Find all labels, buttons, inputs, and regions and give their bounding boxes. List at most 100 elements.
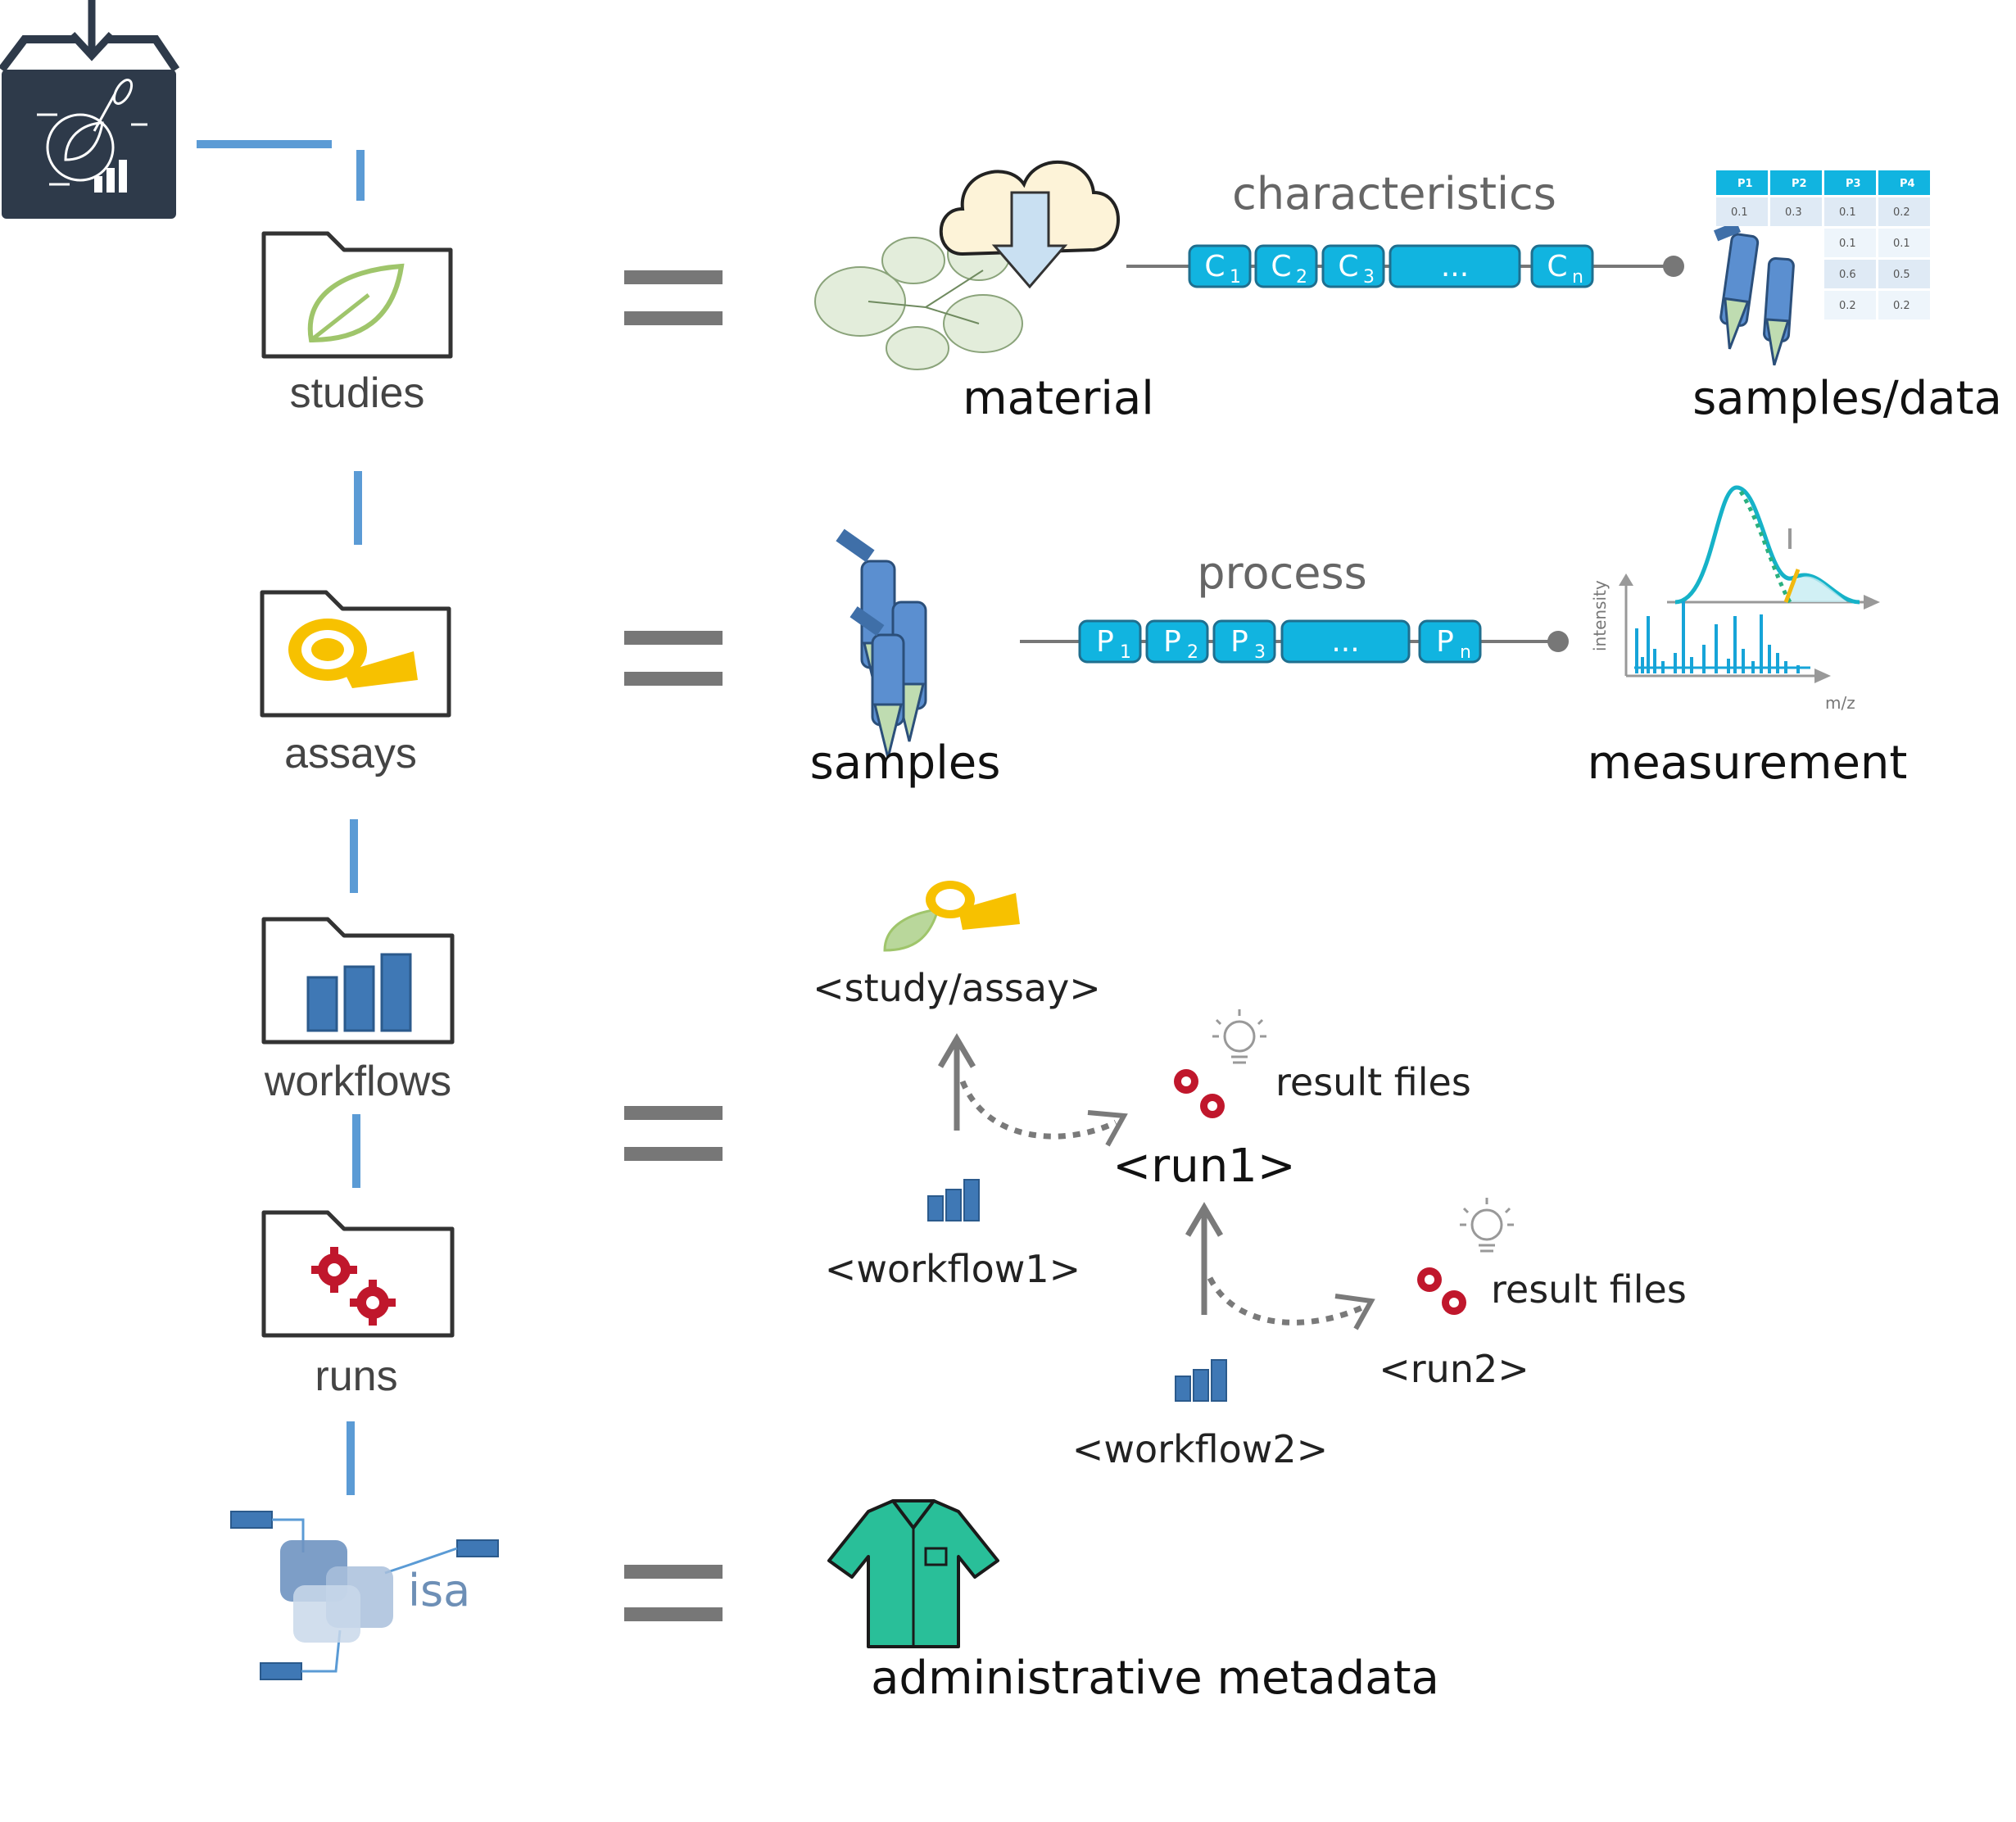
shirt-icon [827, 1499, 999, 1648]
assays-label: assays [284, 730, 417, 777]
chip-label: ... [1331, 625, 1359, 659]
chip-label: P [1436, 625, 1454, 659]
table-cell: 0.2 [1839, 300, 1856, 312]
chip-label: P [1163, 625, 1181, 659]
run2-label: <run2> [1379, 1347, 1529, 1391]
run2-dotted-arrow [1207, 1276, 1366, 1326]
table-header: P4 [1900, 178, 1915, 190]
chip-subscript: 1 [1230, 267, 1241, 288]
table-cell: 0.2 [1893, 206, 1910, 219]
administrative-metadata-label: administrative metadata [871, 1652, 1439, 1705]
chip-label: ... [1441, 250, 1469, 283]
runs-label: runs [315, 1353, 397, 1400]
arc-box-icon [0, 0, 180, 219]
chip-subscript: 3 [1254, 642, 1266, 663]
equals-sign [624, 1565, 723, 1621]
result-files-1-label: result files [1275, 1060, 1471, 1104]
material-label: material [963, 372, 1154, 425]
hierarchy-connector [197, 140, 365, 1495]
run1-label: <run1> [1112, 1140, 1295, 1193]
study-assay-icon [883, 881, 1020, 952]
isa-logo-text: isa [408, 1565, 470, 1616]
cloud-download-icon [939, 160, 1120, 289]
table-header: P2 [1792, 178, 1807, 190]
mz-axis-label: m/z [1825, 693, 1855, 713]
workflow2-bars-icon [1175, 1359, 1227, 1402]
chip-label: P [1096, 625, 1114, 659]
table-header: P3 [1846, 178, 1861, 190]
studies-label: studies [290, 369, 425, 417]
chip-subscript: 2 [1187, 642, 1198, 663]
data-table-icon: P1 P2 P3 P4 0.1 0.3 0.1 0.2 0.1 0.1 0.6 0.5 0.2 0.2 [1716, 170, 1930, 320]
runs-folder-icon [261, 1210, 455, 1338]
table-cell: 0.1 [1893, 238, 1910, 250]
arrow-head [1185, 1202, 1224, 1237]
chip-subscript: 3 [1363, 267, 1375, 288]
chip-label: C [1271, 250, 1291, 283]
run1-gears-icon [1174, 1069, 1225, 1118]
mass-spectrum-icon: intensity m/z [1590, 485, 1880, 713]
run2-gears-icon [1417, 1267, 1466, 1315]
chip-label: P [1230, 625, 1248, 659]
workflows-label: workflows [264, 1058, 451, 1105]
arrow-head [1334, 1294, 1375, 1330]
equals-sign [624, 631, 723, 686]
workflow1-bars-icon [927, 1179, 980, 1221]
process-title: process [1197, 547, 1367, 599]
table-cell: 0.1 [1839, 206, 1856, 219]
chip-label: C [1204, 250, 1225, 283]
gear-icon [311, 1247, 357, 1293]
intensity-axis-label: intensity [1590, 580, 1610, 651]
studies-folder-icon [261, 231, 453, 359]
chip-subscript: 2 [1296, 267, 1307, 288]
arrow-head [937, 1033, 976, 1068]
isa-logo: isa [230, 1511, 499, 1680]
arrow-head [1087, 1110, 1128, 1147]
chip-subscript: n [1572, 267, 1583, 288]
samples-data-label: samples/data [1692, 372, 2002, 425]
assays-folder-icon [260, 590, 451, 718]
sample-tubes-icon [836, 528, 927, 759]
chip-subscript: 1 [1120, 642, 1131, 663]
table-cell: 0.6 [1839, 269, 1856, 281]
workflows-folder-icon [261, 917, 455, 1045]
chain-end-dot [1663, 256, 1684, 277]
result-lightbulb-icon [1460, 1198, 1514, 1253]
measurement-label: measurement [1588, 737, 1908, 790]
chip-subscript: n [1460, 642, 1471, 663]
study-assay-label: <study/assay> [813, 966, 1101, 1010]
gear-icon [350, 1280, 396, 1326]
chip-label: C [1338, 250, 1358, 283]
run1-dotted-arrow [959, 1080, 1117, 1140]
result-lightbulb-icon [1212, 1009, 1266, 1064]
samples-label: samples [810, 737, 1001, 790]
sample-tubes-icon [1713, 221, 1795, 366]
table-cell: 0.5 [1893, 269, 1910, 281]
table-cell: 0.1 [1731, 206, 1748, 219]
chain-chip: ... [1389, 244, 1521, 288]
equals-sign [624, 1106, 723, 1161]
table-cell: 0.3 [1785, 206, 1802, 219]
chain-chip: ... [1280, 619, 1411, 664]
equals-sign [624, 270, 723, 325]
workflow1-label: <workflow1> [825, 1247, 1080, 1291]
table-cell: 0.1 [1839, 238, 1856, 250]
chip-label: C [1547, 250, 1567, 283]
result-files-2-label: result files [1491, 1267, 1687, 1312]
table-cell: 0.2 [1893, 300, 1910, 312]
characteristics-title: characteristics [1232, 168, 1556, 220]
chain-end-dot [1547, 631, 1569, 652]
workflow2-label: <workflow2> [1072, 1427, 1328, 1471]
table-header: P1 [1737, 178, 1753, 190]
